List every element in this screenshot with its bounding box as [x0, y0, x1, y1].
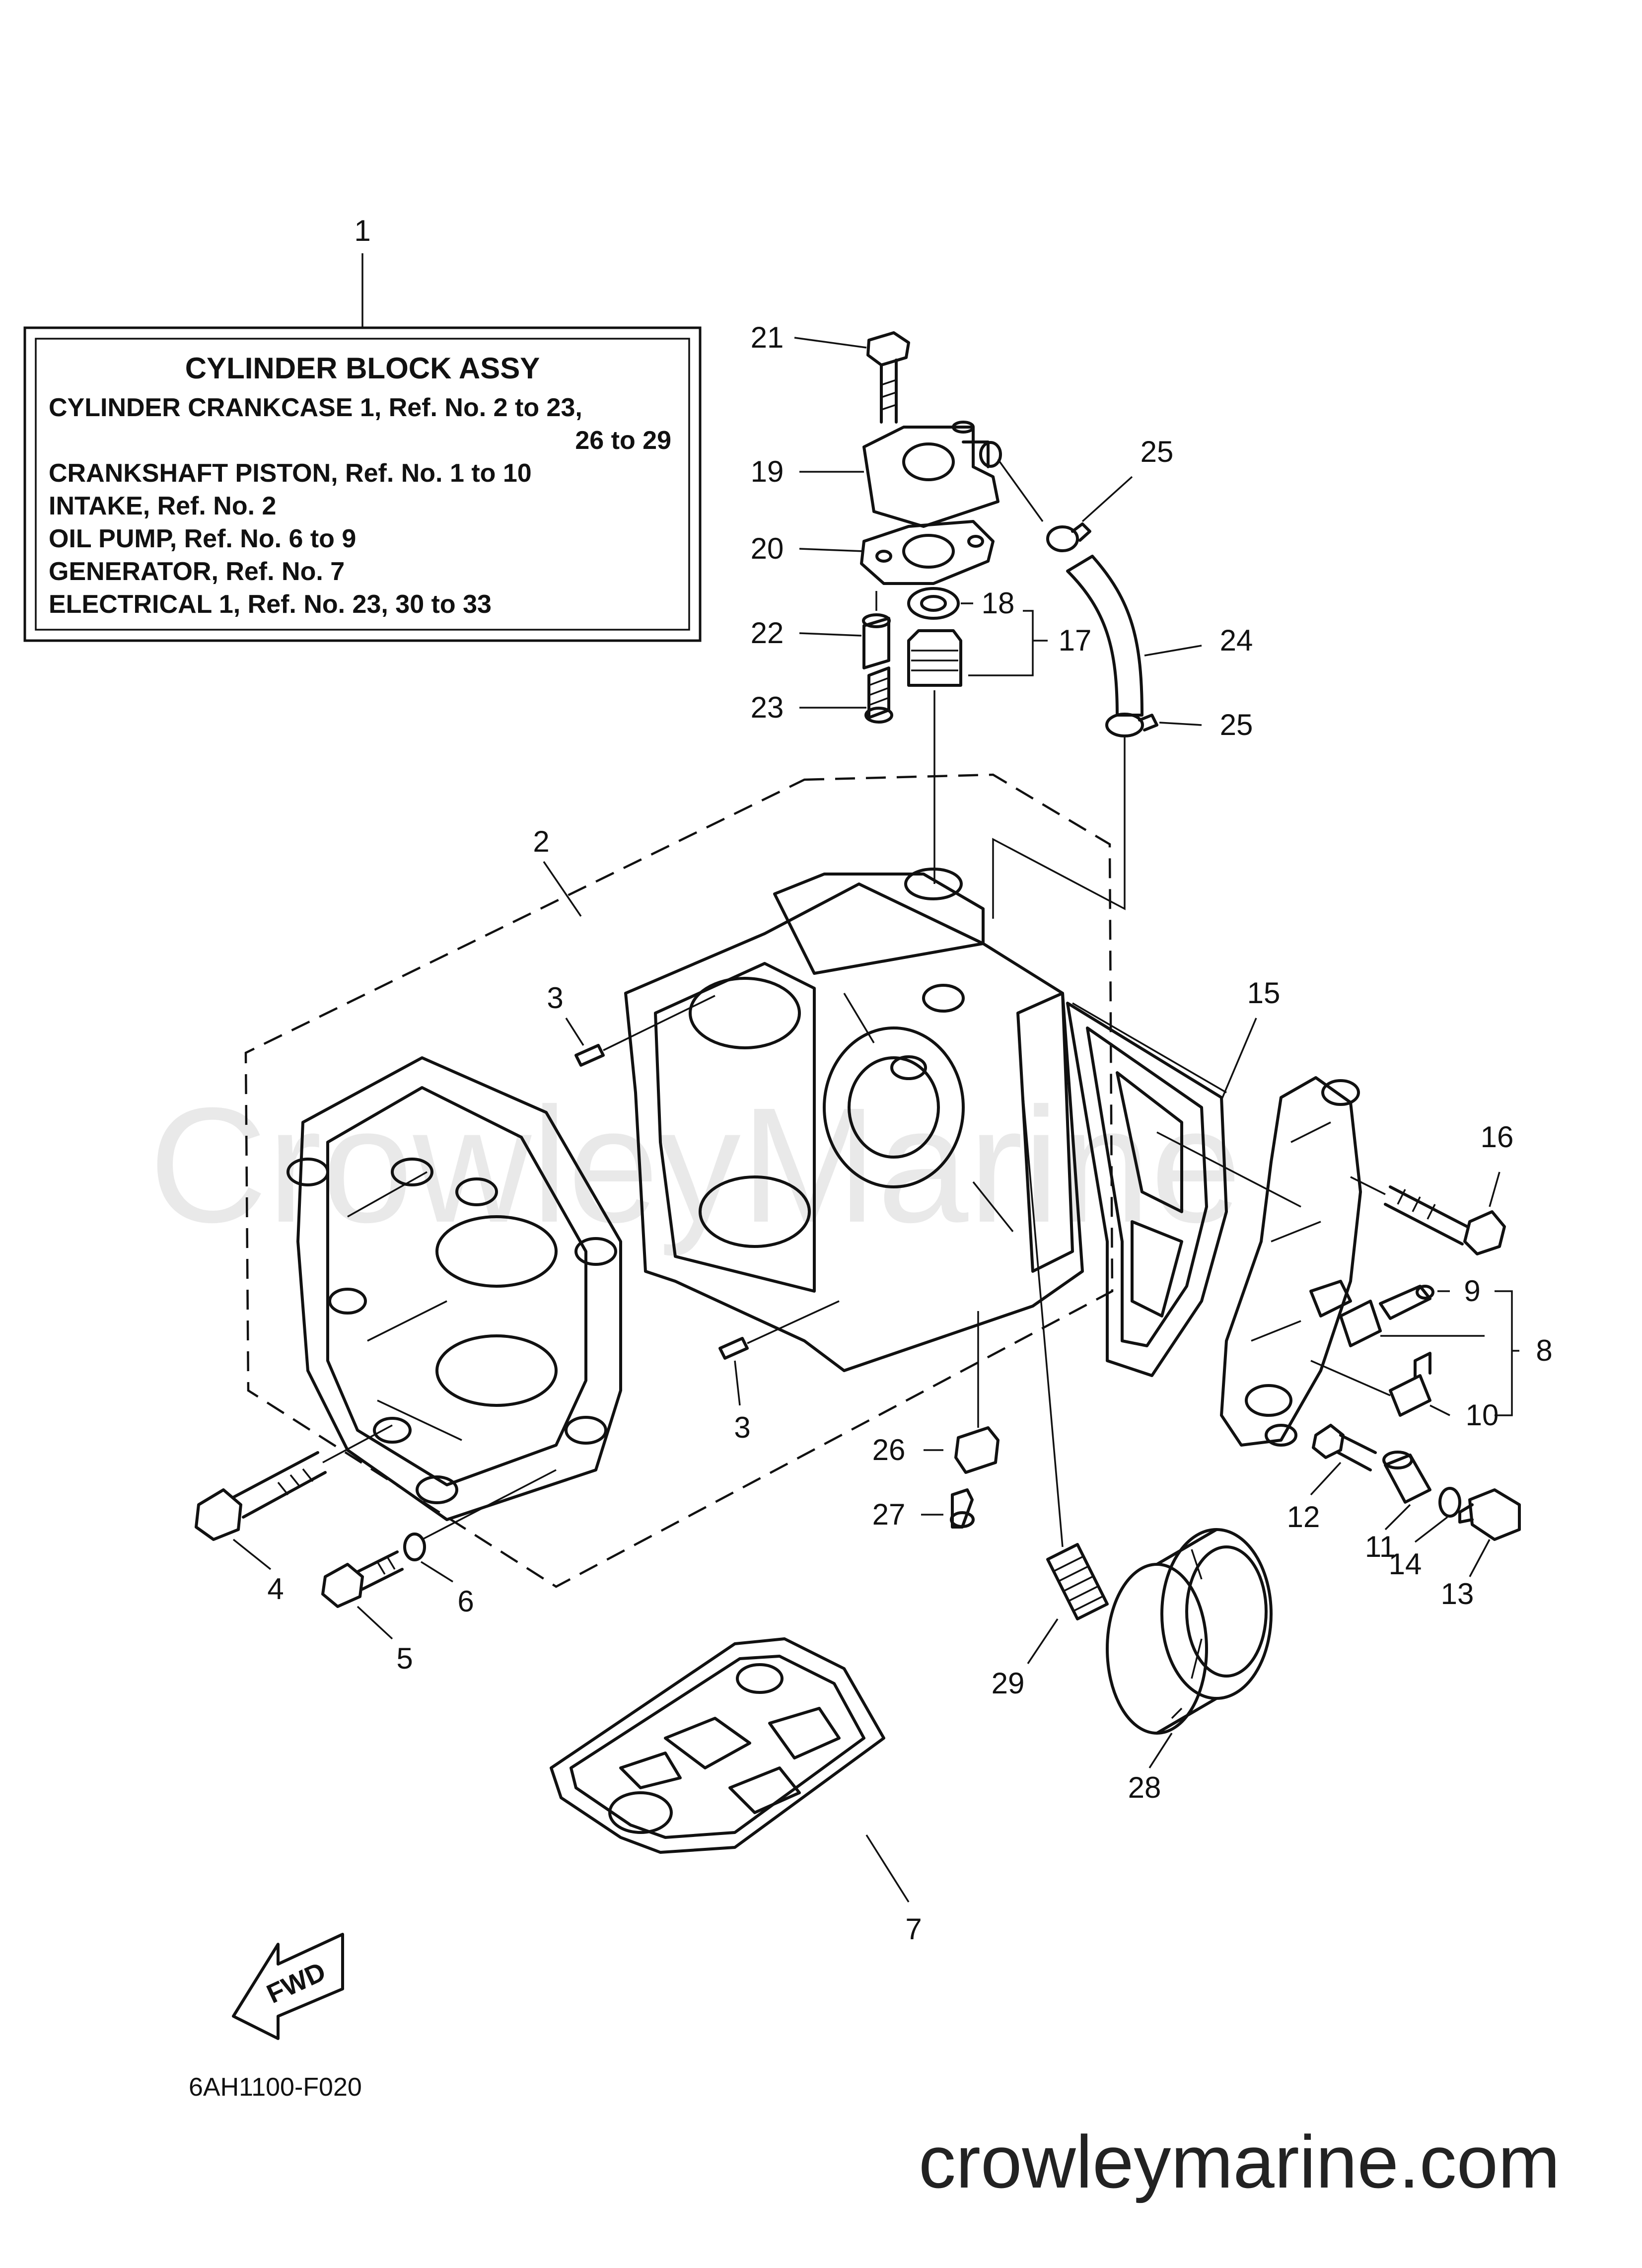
callout-3-upper: 3	[547, 981, 563, 1015]
oil-pump-housing	[1156, 1076, 1362, 1447]
figure-code: 6AH1100-F020	[189, 2073, 362, 2102]
fwd-arrow-icon: FWD	[232, 1933, 344, 2040]
callout-1: 1	[354, 214, 370, 247]
callout-7: 7	[905, 1912, 922, 1946]
dowel-pin-lower	[718, 1300, 840, 1360]
callout-4: 4	[267, 1572, 284, 1606]
callout-2: 2	[533, 825, 549, 858]
legend-line-6: GENERATOR, Ref. No. 7	[49, 557, 345, 586]
callout-25-lower: 25	[1220, 708, 1253, 741]
screw-27	[950, 1488, 975, 1529]
legend-line-4: INTAKE, Ref. No. 2	[49, 492, 276, 520]
callout-6: 6	[457, 1585, 474, 1618]
callout-19: 19	[751, 455, 784, 488]
gasket-15	[1066, 1002, 1228, 1377]
callout-23: 23	[751, 691, 784, 724]
collar-11	[1382, 1451, 1431, 1504]
legend-line-7: ELECTRICAL 1, Ref. No. 23, 30 to 33	[49, 590, 492, 619]
gasket-7	[550, 1637, 885, 1854]
hose-clip-25-lower	[992, 713, 1158, 919]
callout-27: 27	[872, 1498, 906, 1531]
callout-15: 15	[1247, 976, 1281, 1010]
fitting-10	[1310, 1352, 1431, 1417]
crankcase-group-outline	[244, 773, 1114, 1588]
seal-18	[907, 587, 960, 620]
hose-clip-25-upper	[1046, 522, 1091, 552]
legend-line-1: CYLINDER CRANKCASE 1, Ref. No. 2 to 23,	[49, 393, 582, 422]
collar-22	[862, 591, 891, 669]
pin-9	[1379, 1285, 1434, 1320]
legend-line-2: 26 to 29	[575, 426, 671, 455]
thermostat-cover-19	[862, 421, 1044, 528]
cylinder-block	[624, 868, 1084, 1372]
callout-10: 10	[1466, 1398, 1499, 1432]
callout-28: 28	[1128, 1771, 1161, 1804]
callout-22: 22	[751, 616, 784, 650]
thermostat-17	[907, 629, 962, 884]
bolt-4	[195, 1424, 393, 1541]
bolt-21	[866, 331, 910, 424]
callout-29: 29	[992, 1667, 1025, 1700]
callout-18: 18	[982, 586, 1015, 620]
fwd-label: FWD	[262, 1957, 330, 2009]
bolt-23	[864, 666, 893, 724]
callout-17: 17	[1059, 624, 1092, 657]
legend-box: CYLINDER BLOCK ASSY CYLINDER CRANKCASE 1…	[23, 326, 702, 642]
bolt-12	[1312, 1424, 1377, 1471]
gasket-20	[860, 520, 995, 585]
o-ring-14	[1438, 1487, 1461, 1518]
callout-24: 24	[1220, 624, 1253, 657]
bolt-5	[321, 1550, 404, 1608]
watermark-text: CrowleyMarine	[149, 1073, 1242, 1257]
bolt-16	[1350, 1176, 1506, 1255]
dowel-pin-upper	[574, 995, 715, 1067]
crankcase	[286, 1056, 622, 1521]
callout-16: 16	[1481, 1120, 1514, 1154]
callout-14: 14	[1389, 1547, 1422, 1581]
callout-12: 12	[1287, 1500, 1320, 1534]
callout-11: 11	[1365, 1530, 1396, 1563]
callout-25-upper: 25	[1141, 435, 1174, 468]
legend-line-5: OIL PUMP, Ref. No. 6 to 9	[49, 524, 356, 553]
part-26	[954, 1311, 999, 1474]
callout-13: 13	[1441, 1577, 1474, 1610]
callout-9: 9	[1464, 1274, 1480, 1308]
legend-line-3: CRANKSHAFT PISTON, Ref. No. 1 to 10	[49, 459, 532, 488]
callout-20: 20	[751, 532, 784, 565]
callout-26: 26	[872, 1433, 906, 1466]
part-8	[1339, 1290, 1519, 1416]
washer-6	[403, 1469, 557, 1561]
callout-8: 8	[1536, 1334, 1552, 1367]
callout-5: 5	[396, 1642, 413, 1675]
stud-29	[1022, 1092, 1109, 1620]
legend-title: CYLINDER BLOCK ASSY	[185, 352, 540, 385]
oil-filter-28	[1106, 1528, 1273, 1735]
callout-21: 21	[751, 321, 784, 354]
hose-24	[1066, 555, 1143, 717]
plug-13	[1458, 1488, 1521, 1541]
website-label: crowleymarine.com	[919, 2120, 1560, 2203]
callout-3-lower: 3	[734, 1411, 750, 1444]
